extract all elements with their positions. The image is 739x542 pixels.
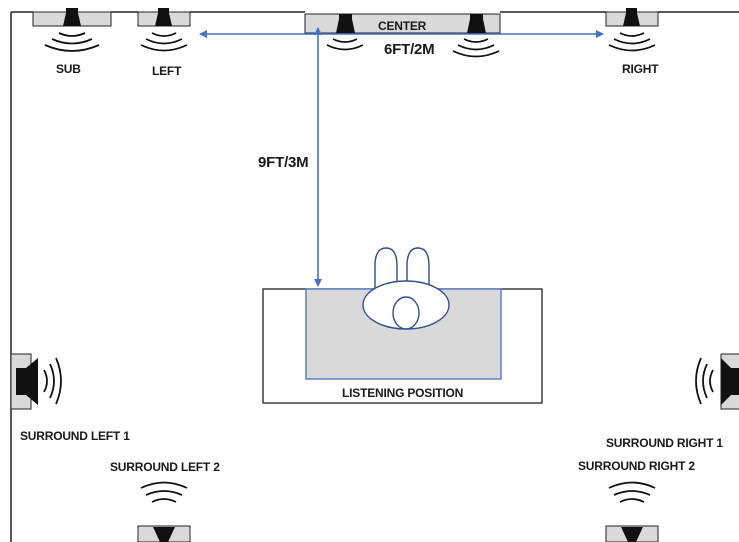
surround-left-2-label: SURROUND LEFT 2	[110, 460, 220, 474]
surround-left-2-speaker-icon	[137, 481, 191, 542]
room-walls	[10, 11, 739, 542]
surround-right-2-speaker-icon	[605, 481, 659, 542]
surround-left-1-label: SURROUND LEFT 1	[20, 429, 130, 443]
listener-distance-label: 9FT/3M	[258, 154, 309, 171]
right-label: RIGHT	[622, 62, 659, 76]
listener-head-icon	[362, 247, 450, 330]
center-label: CENTER	[378, 19, 427, 33]
center-speaker-icon	[304, 13, 501, 58]
surround-right-2-label: SURROUND RIGHT 2	[578, 459, 695, 473]
listening-position-label: LISTENING POSITION	[342, 386, 464, 400]
left-speaker-icon	[137, 8, 191, 52]
right-speaker-icon	[605, 8, 659, 52]
surround-left-1-speaker-icon	[10, 353, 62, 410]
surround-right-1-label: SURROUND RIGHT 1	[606, 436, 723, 450]
sub-speaker-icon	[32, 8, 112, 52]
left-label: LEFT	[152, 64, 182, 78]
front-distance-label: 6FT/2M	[384, 41, 435, 58]
surround-right-1-speaker-icon	[695, 353, 739, 410]
sub-label: SUB	[56, 62, 81, 76]
